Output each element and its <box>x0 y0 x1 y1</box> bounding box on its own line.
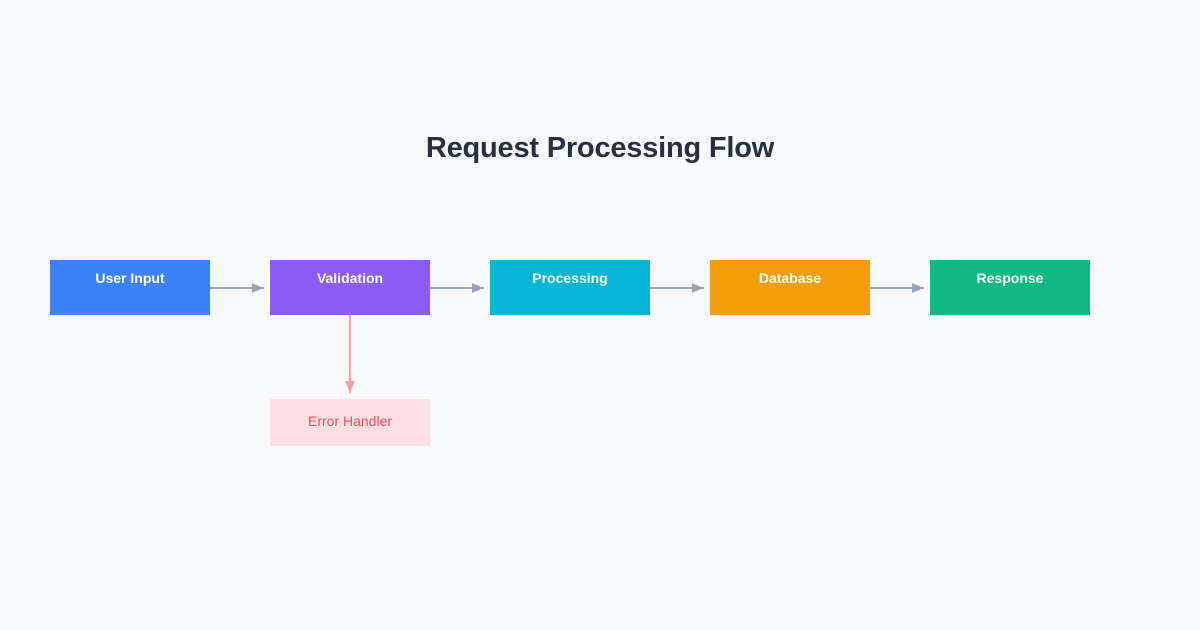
node-label: Validation <box>316 270 384 286</box>
node-label: Response <box>976 270 1044 286</box>
node-label: Database <box>758 270 822 286</box>
node-user-input[interactable]: User Input <box>50 260 210 315</box>
page-title: Request Processing Flow <box>425 132 775 164</box>
node-label: User Input <box>95 270 165 286</box>
node-response[interactable]: Response <box>930 260 1090 315</box>
node-validation[interactable]: Validation <box>270 260 430 315</box>
node-processing[interactable]: Processing <box>490 260 650 315</box>
node-label: Error Handler <box>307 413 393 429</box>
node-error-handler[interactable]: Error Handler <box>270 399 430 446</box>
node-label: Processing <box>532 270 608 286</box>
node-database[interactable]: Database <box>710 260 870 315</box>
